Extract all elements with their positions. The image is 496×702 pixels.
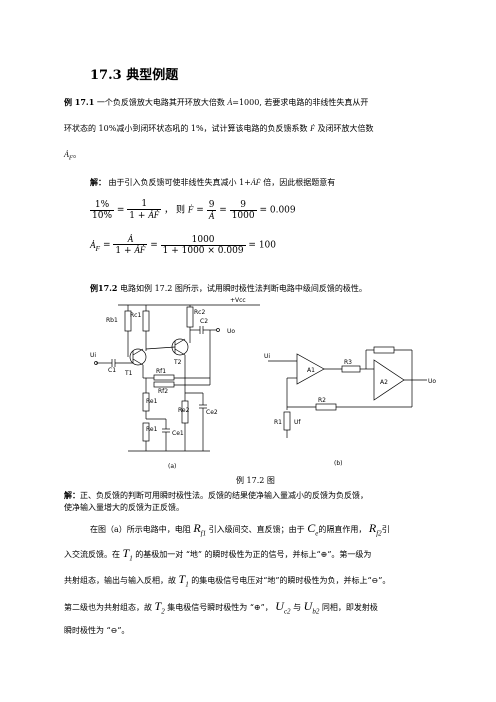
ex1-line1: 例 17.1 一个负反馈放大电路其开环放大倍数 Ȧ=1000, 若要求电路的非线… — [64, 97, 369, 107]
figure-caption: 例 17.2 图 — [236, 476, 275, 485]
resistor-r3 — [341, 365, 361, 373]
svg-text:Rc2: Rc2 — [194, 309, 205, 316]
svg-text:Rc1: Rc1 — [130, 312, 141, 319]
svg-text:Ce2: Ce2 — [206, 409, 218, 416]
ex2-sol-line1: 解：正、负反馈的判断可用瞬时极性法。反馈的结果使净输入量减小的反馈为负反馈， — [64, 490, 368, 500]
resistor-r2 — [315, 403, 337, 411]
svg-text:T1: T1 — [124, 370, 133, 377]
svg-text:Re1: Re1 — [146, 398, 158, 405]
svg-text:C2: C2 — [200, 318, 208, 325]
resistor-rf1 — [153, 374, 175, 381]
svg-text:Uo: Uo — [428, 378, 436, 385]
svg-text:(a): (a) — [168, 463, 176, 470]
ex2-para-line4: 第二级也为共射组态，故 T2 集电极信号瞬时极性为 “⊕”， Uc2 与 Ub2… — [64, 599, 378, 616]
section-title: 17.3 典型例题 — [90, 68, 179, 83]
svg-text:Rb1: Rb1 — [106, 317, 118, 324]
ex2-para-line2: 入交流反馈。在 T1 的基极加一对 “地” 的瞬时极性为正的信号，并标上“⊕”。… — [64, 546, 372, 563]
ex2-para-line3: 共射组态，输出与输入反相，故 T1 的集电极信号电压对“地”的瞬时极性为负，并标… — [64, 572, 391, 589]
svg-text:Re1: Re1 — [146, 426, 158, 433]
vcc-label: +Vcc — [230, 297, 246, 304]
ex2-para-line5: 瞬时极性为 “⊖”。 — [64, 626, 130, 635]
svg-text:Rf2: Rf2 — [158, 388, 168, 395]
svg-text:Uo: Uo — [227, 328, 235, 335]
op-amp-a1 — [296, 353, 325, 385]
svg-text:Rf1: Rf1 — [156, 368, 166, 375]
svg-text:Uf: Uf — [294, 419, 301, 426]
svg-text:T2: T2 — [173, 359, 182, 366]
svg-text:R3: R3 — [344, 359, 352, 366]
circuit-diagram-b: Ui A1 R3 A2 Uo R2 R1 Uf (b) — [264, 346, 436, 467]
svg-text:A1: A1 — [307, 367, 315, 374]
svg-text:C1: C1 — [108, 367, 116, 374]
svg-text:R2: R2 — [318, 397, 326, 404]
ex1-line3: ȦF。 — [64, 150, 81, 162]
ex2-statement: 例17.2 电路如例 17.2 图所示，试用瞬时极性法判断电路中级间反馈的极性。 — [90, 283, 367, 293]
resistor-rc2 — [186, 306, 194, 328]
op-amp-a2 — [373, 359, 405, 401]
svg-text:R1: R1 — [274, 419, 282, 426]
resistor-rf2 — [153, 381, 175, 388]
transistor-t1 — [129, 348, 147, 366]
ex2-sol-line2: 使净输入量增大的反馈为正反馈。 — [64, 503, 184, 512]
resistor-feedback — [373, 346, 395, 354]
svg-text:A2: A2 — [380, 379, 388, 386]
svg-text:Ce1: Ce1 — [172, 430, 184, 437]
ex1-line2: 环状态的 10%减小到闭环状态吼的 1%，试计算该电路的负反馈系数 Ḟ 及闭环放… — [64, 124, 374, 133]
svg-text:Ui: Ui — [264, 353, 270, 360]
ex2-para-line1: 在图（a）所示电路中，电阻 Rf1 引入级间交、直反馈；由于 Ce的隔直作用， … — [90, 521, 390, 538]
svg-text:Re2: Re2 — [178, 407, 190, 414]
svg-text:Ui: Ui — [90, 352, 96, 359]
ex1-label: 例 17.1 — [64, 97, 95, 107]
output-terminal — [216, 328, 220, 332]
svg-text:(b): (b) — [334, 460, 343, 467]
ex1-solution: 解： 由于引入负反馈可使非线性失真减小 1+ȦḞ 倍，因此根据题意有 — [90, 177, 336, 187]
resistor-r1 — [283, 411, 291, 431]
circuit-diagram-a: +Vcc Rb1 Rc1 Rc2 C2 Uo T1 T2 Ui C1 Rf1 R… — [90, 297, 260, 470]
resistor-rc1 — [142, 310, 150, 332]
